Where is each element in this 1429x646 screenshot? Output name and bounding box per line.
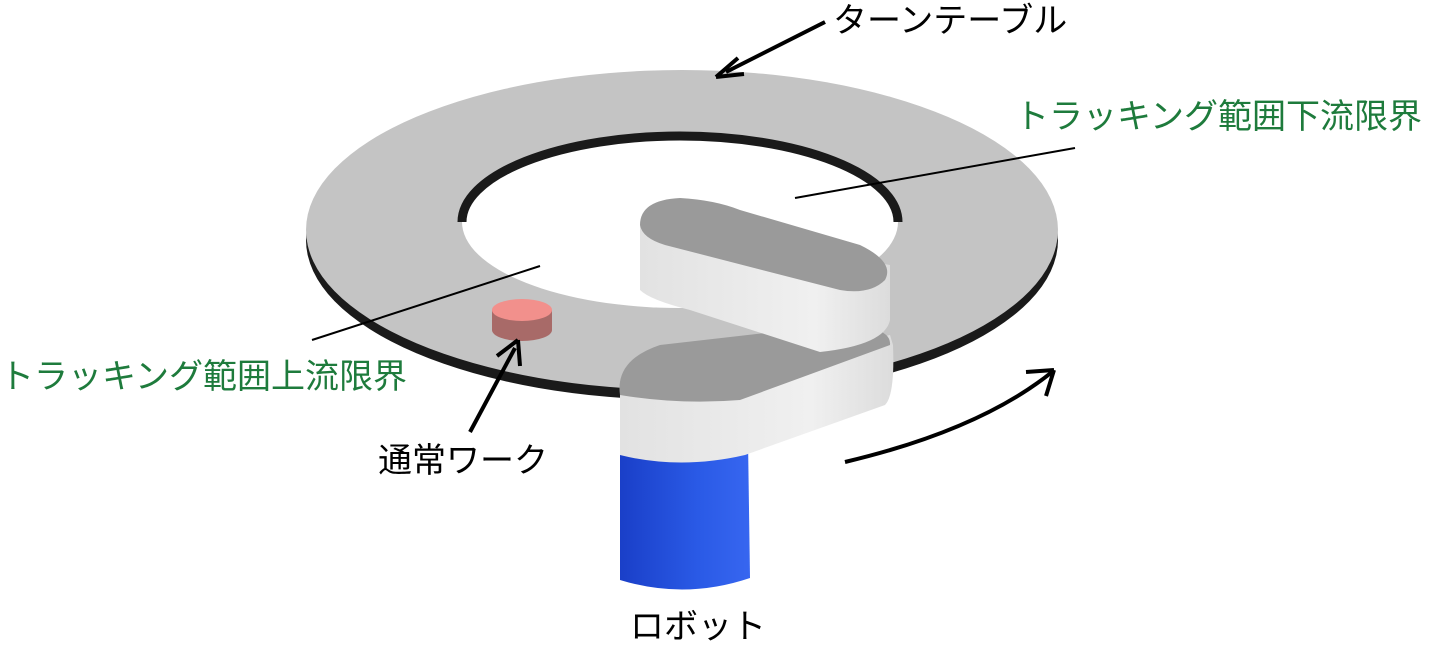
turntable-hole-rim: [457, 131, 903, 223]
work-piece: [492, 299, 552, 341]
downstream-limit-label: トラッキング範囲下流限界: [1015, 97, 1422, 137]
rotation-arrow: [844, 368, 1056, 464]
turntable-label: ターンテーブル: [833, 1, 1067, 41]
robot-label: ロボット: [630, 607, 766, 646]
turntable-arrow: [714, 20, 826, 79]
robot-base: [620, 440, 750, 590]
robot-upper-arm: [640, 198, 890, 352]
downstream-leader-line: [794, 147, 1076, 199]
work-arrow: [468, 338, 522, 433]
upstream-leader-line: [311, 265, 541, 341]
work-label: 通常ワーク: [378, 441, 548, 481]
upstream-limit-label: トラッキング範囲上流限界: [0, 357, 407, 397]
